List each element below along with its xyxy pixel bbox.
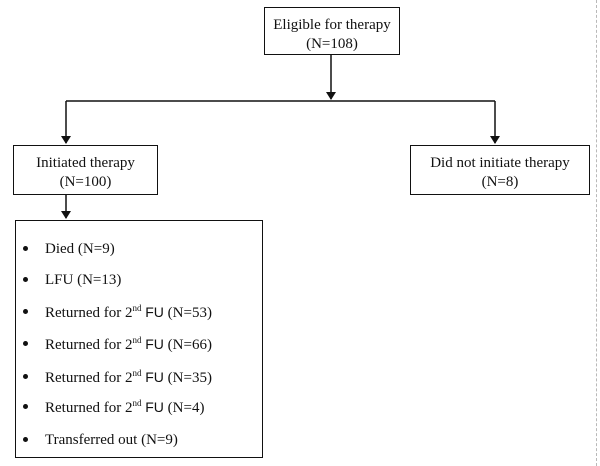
bullet-icon <box>23 309 28 314</box>
bullet-icon <box>23 246 28 251</box>
eligible-label: Eligible for therapy <box>273 17 391 33</box>
initiated-count: (N=100) <box>59 174 112 190</box>
bullet-icon <box>23 277 28 282</box>
page-edge-divider <box>596 0 597 466</box>
outcome-text: LFU (N=13) <box>45 272 122 288</box>
outcome-text: Returned for 2nd FU (N=35) <box>45 368 212 387</box>
bullet-icon <box>23 404 28 409</box>
bullet-icon <box>23 341 28 346</box>
not-initiated-box: Did not initiate therapy (N=8) <box>410 145 590 195</box>
outcome-text: Returned for 2nd FU (N=53) <box>45 303 212 322</box>
initiated-box: Initiated therapy (N=100) <box>13 145 158 195</box>
not-initiated-label: Did not initiate therapy <box>430 155 570 171</box>
bullet-icon <box>23 374 28 379</box>
initiated-label: Initiated therapy <box>36 155 135 171</box>
outcome-text: Transferred out (N=9) <box>45 432 178 448</box>
eligible-count: (N=108) <box>306 36 358 52</box>
outcome-text: Died (N=9) <box>45 241 115 257</box>
bullet-icon <box>23 437 28 442</box>
not-initiated-count: (N=8) <box>481 174 519 190</box>
outcomes-box: Died (N=9) LFU (N=13) Returned for 2nd F… <box>15 220 263 458</box>
outcome-text: Returned for 2nd FU (N=66) <box>45 335 212 354</box>
outcome-text: Returned for 2nd FU (N=4) <box>45 398 205 417</box>
eligible-box: Eligible for therapy (N=108) <box>264 7 400 55</box>
